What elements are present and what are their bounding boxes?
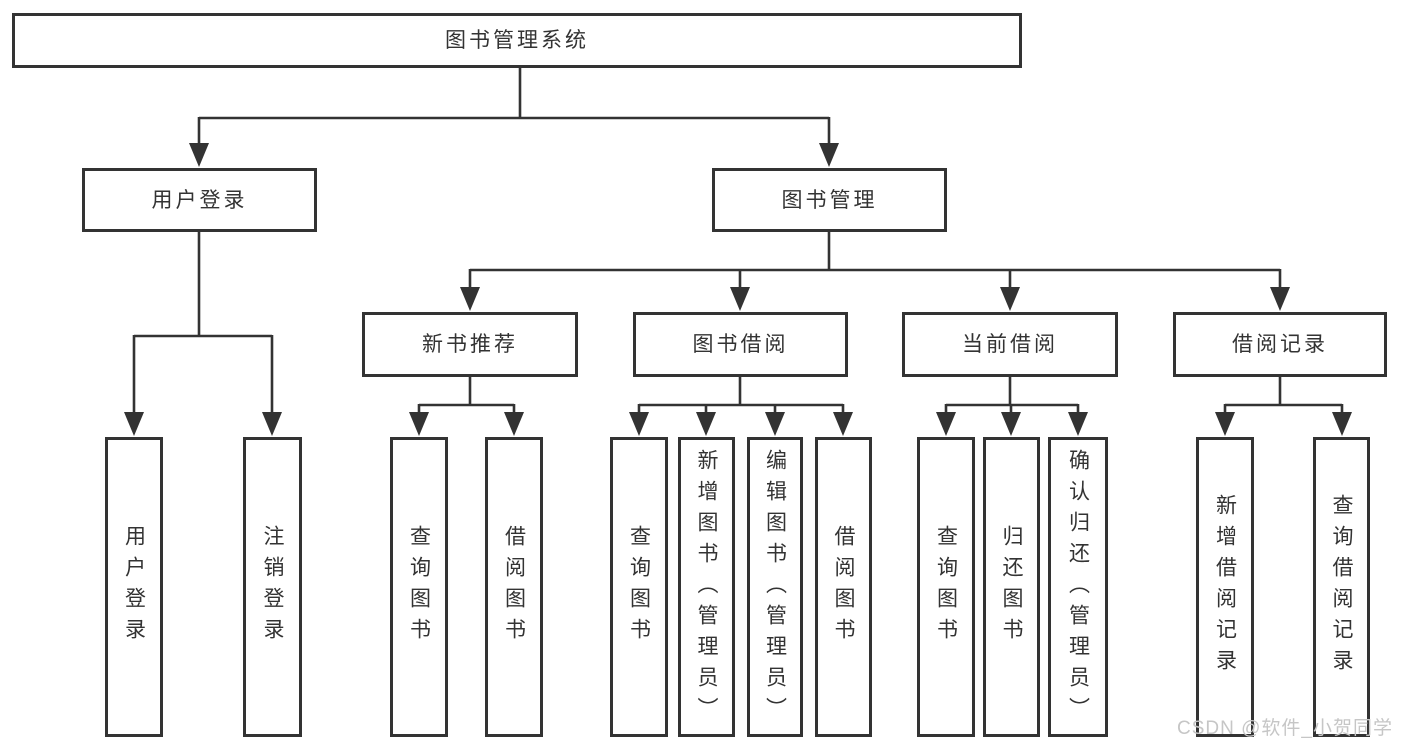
node-label: 查询图书	[407, 525, 431, 649]
leaf-current-query-books: 查询图书	[917, 437, 975, 737]
node-label: 查询图书	[934, 525, 958, 649]
leaf-query-borrow-record: 查询借阅记录	[1313, 437, 1370, 737]
leaf-logout: 注销登录	[243, 437, 302, 737]
node-label: 借阅图书	[832, 525, 855, 649]
node-label: 编辑图书（管理员）	[763, 449, 787, 728]
node-label: 新书推荐	[422, 333, 518, 356]
node-book-management: 图书管理	[712, 168, 947, 232]
node-borrow-records: 借阅记录	[1173, 312, 1387, 377]
node-label: 借阅图书	[502, 525, 526, 649]
leaf-return-books: 归还图书	[983, 437, 1040, 737]
node-label: 用户登录	[151, 188, 248, 212]
node-book-borrow: 图书借阅	[633, 312, 848, 377]
node-new-book-recommend: 新书推荐	[362, 312, 578, 377]
leaf-recommend-borrow-books: 借阅图书	[485, 437, 543, 737]
node-root: 图书管理系统	[12, 13, 1022, 68]
node-label: 图书管理	[781, 188, 878, 212]
node-label: 查询借阅记录	[1330, 494, 1353, 680]
node-label: 查询图书	[627, 525, 651, 649]
leaf-confirm-return-admin: 确认归还（管理员）	[1048, 437, 1108, 737]
node-label: 注销登录	[261, 525, 284, 649]
arrowhead-icons	[124, 143, 1352, 436]
node-label: 用户登录	[122, 525, 146, 649]
leaf-borrow-borrow-books: 借阅图书	[815, 437, 872, 737]
node-label: 借阅记录	[1232, 333, 1328, 356]
node-root-label: 图书管理系统	[445, 29, 589, 52]
leaf-borrow-query-books: 查询图书	[610, 437, 668, 737]
leaf-add-books-admin: 新增图书（管理员）	[678, 437, 735, 737]
node-current-borrow: 当前借阅	[902, 312, 1118, 377]
leaf-recommend-query-books: 查询图书	[390, 437, 448, 737]
node-label: 图书借阅	[692, 333, 789, 356]
node-label: 新增借阅记录	[1213, 494, 1237, 680]
leaf-edit-books-admin: 编辑图书（管理员）	[747, 437, 803, 737]
leaf-add-borrow-record: 新增借阅记录	[1196, 437, 1254, 737]
node-user-login-group: 用户登录	[82, 168, 317, 232]
leaf-user-login: 用户登录	[105, 437, 163, 737]
csdn-watermark: CSDN @软件_小贺同学	[1177, 718, 1393, 739]
node-label: 当前借阅	[962, 333, 1058, 356]
node-label: 归还图书	[1000, 525, 1023, 649]
node-label: 确认归还（管理员）	[1066, 449, 1090, 728]
node-label: 新增图书（管理员）	[695, 449, 718, 728]
